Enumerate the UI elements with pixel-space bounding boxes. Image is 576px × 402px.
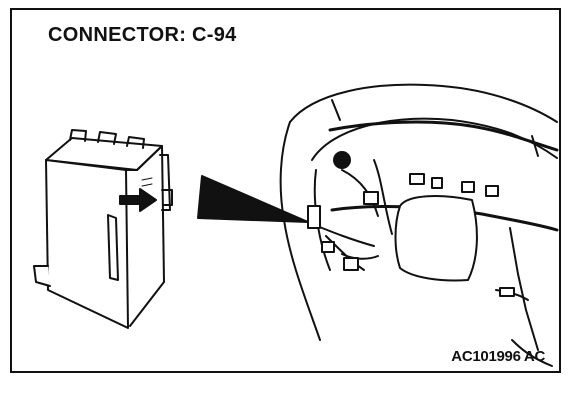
connector-module-icon [33, 129, 173, 329]
diagram-frame: CONNECTOR: C-94 [10, 8, 561, 373]
diagram-illustration [33, 83, 559, 367]
callout-wedge-icon [197, 175, 309, 223]
reference-code: AC101996 AC [451, 348, 545, 365]
wiring-harness-icon [279, 83, 559, 367]
pointer-arrow-icon [119, 188, 157, 212]
figure-title: CONNECTOR: C-94 [48, 24, 237, 46]
